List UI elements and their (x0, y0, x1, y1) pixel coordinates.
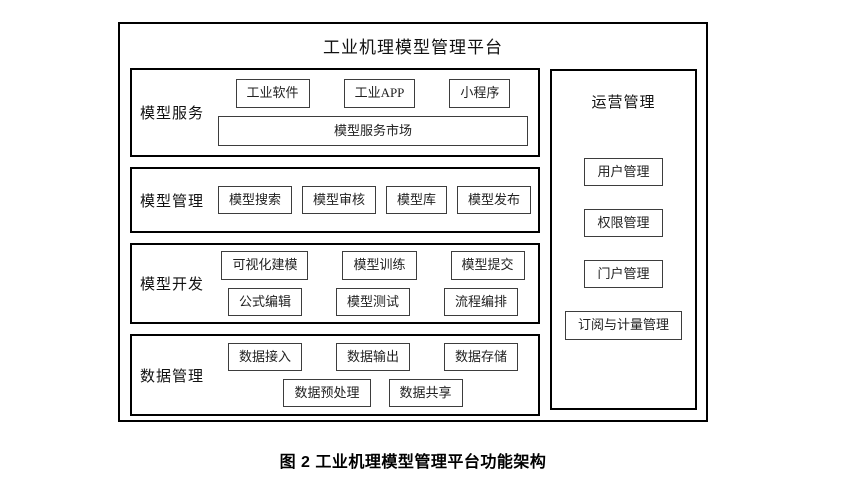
box-model-publish: 模型发布 (457, 185, 532, 215)
box-process-orchestration: 流程编排 (444, 287, 519, 316)
left-column: 模型服务 工业软件 工业APP 小程序 模型服务市场 模型管理 模型搜索 模型审… (130, 68, 540, 416)
box-row: 模型搜索 模型审核 模型库 模型发布 (218, 185, 532, 215)
box-user-management: 用户管理 (584, 158, 663, 187)
section-content-model-development: 可视化建模 模型训练 模型提交 公式编辑 模型测试 流程编排 (218, 251, 528, 316)
section-operations-management: 运营管理 用户管理 权限管理 门户管理 订阅与计量管理 (550, 69, 697, 410)
box-row: 数据接入 数据输出 数据存储 (218, 342, 528, 371)
section-content-data-management: 数据接入 数据输出 数据存储 数据预处理 数据共享 (218, 342, 528, 408)
box-subscription-metering-management: 订阅与计量管理 (564, 311, 682, 340)
section-model-service: 模型服务 工业软件 工业APP 小程序 模型服务市场 (130, 68, 540, 157)
box-model-library: 模型库 (386, 185, 448, 215)
box-model-review: 模型审核 (302, 185, 377, 215)
section-model-management: 模型管理 模型搜索 模型审核 模型库 模型发布 (130, 167, 540, 233)
box-data-sharing: 数据共享 (388, 379, 463, 408)
box-model-search: 模型搜索 (218, 185, 293, 215)
box-formula-editing: 公式编辑 (227, 287, 302, 316)
box-mini-program: 小程序 (449, 79, 511, 108)
box-industrial-app: 工业APP (343, 79, 416, 108)
section-label-model-service: 模型服务 (140, 106, 205, 122)
box-model-testing: 模型测试 (335, 287, 410, 316)
section-label-model-management: 模型管理 (140, 193, 205, 210)
platform-title: 工业机理模型管理平台 (323, 38, 503, 57)
box-data-output: 数据输出 (335, 342, 410, 371)
section-label-model-development: 模型开发 (140, 277, 205, 293)
section-content-model-service: 工业软件 工业APP 小程序 模型服务市场 (218, 79, 528, 146)
operations-items: 用户管理 权限管理 门户管理 订阅与计量管理 (552, 158, 695, 340)
platform-frame: 工业机理模型管理平台 模型服务 工业软件 工业APP 小程序 模型服务市场 模型… (118, 22, 708, 422)
figure-caption: 图 2 工业机理模型管理平台功能架构 (279, 454, 547, 471)
box-model-service-market: 模型服务市场 (218, 115, 528, 146)
box-data-storage: 数据存储 (444, 342, 519, 371)
box-data-preprocessing: 数据预处理 (283, 379, 371, 408)
box-model-training: 模型训练 (342, 251, 417, 280)
box-model-submission: 模型提交 (450, 251, 525, 280)
box-row: 可视化建模 模型训练 模型提交 (218, 251, 528, 280)
box-permission-management: 权限管理 (584, 209, 663, 238)
box-row: 公式编辑 模型测试 流程编排 (218, 287, 528, 316)
box-visual-modeling: 可视化建模 (221, 251, 309, 280)
box-industrial-software: 工业软件 (235, 79, 310, 108)
section-content-model-management: 模型搜索 模型审核 模型库 模型发布 (218, 185, 532, 215)
box-row: 数据预处理 数据共享 (218, 379, 528, 408)
box-row: 工业软件 工业APP 小程序 (218, 79, 528, 108)
section-label-operations-management: 运营管理 (591, 95, 656, 111)
section-data-management: 数据管理 数据接入 数据输出 数据存储 数据预处理 数据共享 (130, 334, 540, 416)
box-data-access: 数据接入 (227, 342, 302, 371)
box-portal-management: 门户管理 (584, 260, 663, 289)
section-model-development: 模型开发 可视化建模 模型训练 模型提交 公式编辑 模型测试 流程编排 (130, 243, 540, 324)
section-label-data-management: 数据管理 (140, 368, 205, 385)
